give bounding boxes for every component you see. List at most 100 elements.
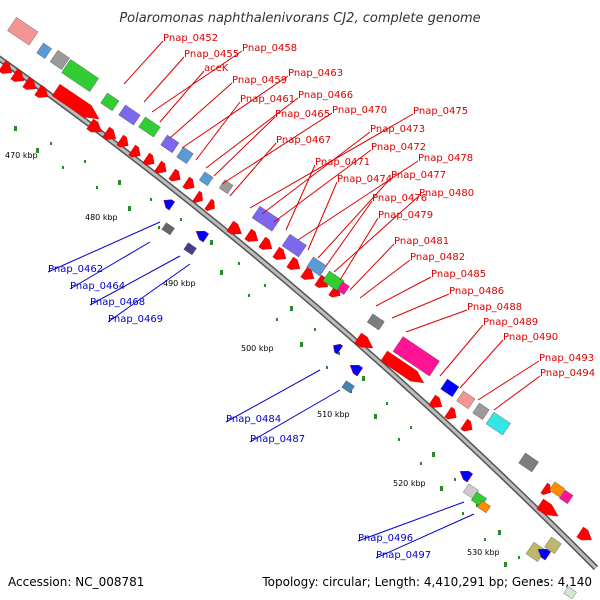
gene-label: aceK [204,63,229,74]
gene-label: Pnap_0462 [48,264,103,275]
gene-label: Pnap_0485 [431,269,486,280]
reverse-gene [459,471,474,483]
label-leader-line [159,70,205,123]
label-leader-line [317,177,392,259]
label-leader-line [477,360,540,401]
forward-gene [258,236,273,250]
forward-gene-box [548,481,565,498]
scale-tick [300,342,303,347]
scale-tick [118,180,121,185]
label-leader-line [205,97,299,169]
gene-label: Pnap_0464 [70,281,125,292]
label-leader-line [123,40,164,85]
forward-gene [428,394,443,408]
kbp-label: 470 kbp [5,151,38,160]
forward-gene-box [392,336,440,377]
forward-gene [10,68,25,82]
gene-label: Pnap_0455 [184,49,239,60]
forward-gene-box [336,281,350,295]
forward-gene [192,190,203,203]
gene-label: Pnap_0461 [240,94,295,105]
reverse-gene-box [563,586,577,600]
reverse-gene [195,231,210,243]
kbp-label: 480 kbp [85,213,118,222]
reverse-gene-box [161,222,175,236]
label-leader-line [169,82,233,139]
forward-gene-box [544,536,562,554]
forward-gene [272,246,287,260]
scale-tick [518,556,520,559]
scale-tick [248,294,250,297]
kbp-label: 510 kbp [317,410,350,419]
gene-label: Pnap_0472 [371,142,426,153]
label-leader-line [405,309,468,333]
gene-label: Pnap_0459 [232,75,287,86]
label-leader-line [375,513,475,559]
scale-tick [50,142,52,145]
forward-gene-box [49,49,70,70]
scale-tick [462,512,464,515]
scale-tick [504,562,507,567]
label-leader-line [261,131,371,215]
gene-label: Pnap_0477 [391,170,446,181]
gene-label: Pnap_0471 [315,157,370,168]
scale-tick [36,148,39,153]
forward-gene [22,76,37,90]
label-leader-line [249,389,341,443]
scale-tick [238,262,240,265]
gene-label: Pnap_0478 [418,153,473,164]
scale-tick [398,438,400,441]
forward-gene-box [198,171,214,186]
scale-tick [14,126,17,131]
forward-gene-box [281,233,307,258]
forward-gene [204,198,215,211]
label-line-layer [47,40,541,559]
scale-tick [180,218,182,221]
scale-tick [150,198,152,201]
forward-gene [86,118,102,133]
forward-gene [380,350,425,384]
forward-gene [34,84,49,98]
scale-tick [264,284,266,287]
gene-label: Pnap_0474 [337,174,392,185]
scale-tick [476,504,478,507]
gene-label: Pnap_0469 [108,314,163,325]
label-leader-line [285,164,316,231]
label-leader-line [493,375,541,411]
gene-label: Pnap_0475 [413,106,468,117]
forward-gene-box [138,116,161,138]
gene-label: Pnap_0458 [242,43,297,54]
gene-label: Pnap_0467 [276,135,331,146]
gene-label: Pnap_0470 [332,105,387,116]
scale-tick [454,478,456,481]
forward-gene [168,168,181,182]
forward-gene [226,220,242,235]
gene-label: Pnap_0480 [419,188,474,199]
forward-gene [154,160,167,174]
label-leader-line [229,142,277,197]
forward-gene [128,144,141,158]
topology-summary-text: Topology: circular; Length: 4,410,291 bp… [261,575,592,589]
gene-label: Pnap_0479 [378,210,433,221]
label-leader-line [151,50,243,113]
gene-label: Pnap_0490 [503,332,558,343]
forward-gene-box [485,411,511,436]
scale-tick [326,366,328,369]
forward-gene [536,498,559,517]
forward-gene-box [306,256,327,277]
forward-gene-box [160,134,180,154]
scale-tick [128,206,131,211]
gene-label: Pnap_0482 [410,252,465,263]
forward-gene [444,406,457,420]
label-leader-line [107,263,191,323]
scale-tick [62,166,64,169]
label-leader-line [69,241,151,290]
kbp-label: 490 kbp [163,279,196,288]
gene-label: Pnap_0452 [163,33,218,44]
label-leader-line [225,369,321,423]
forward-gene-box [61,59,99,92]
gene-label: Pnap_0488 [467,302,522,313]
forward-gene [116,134,129,148]
